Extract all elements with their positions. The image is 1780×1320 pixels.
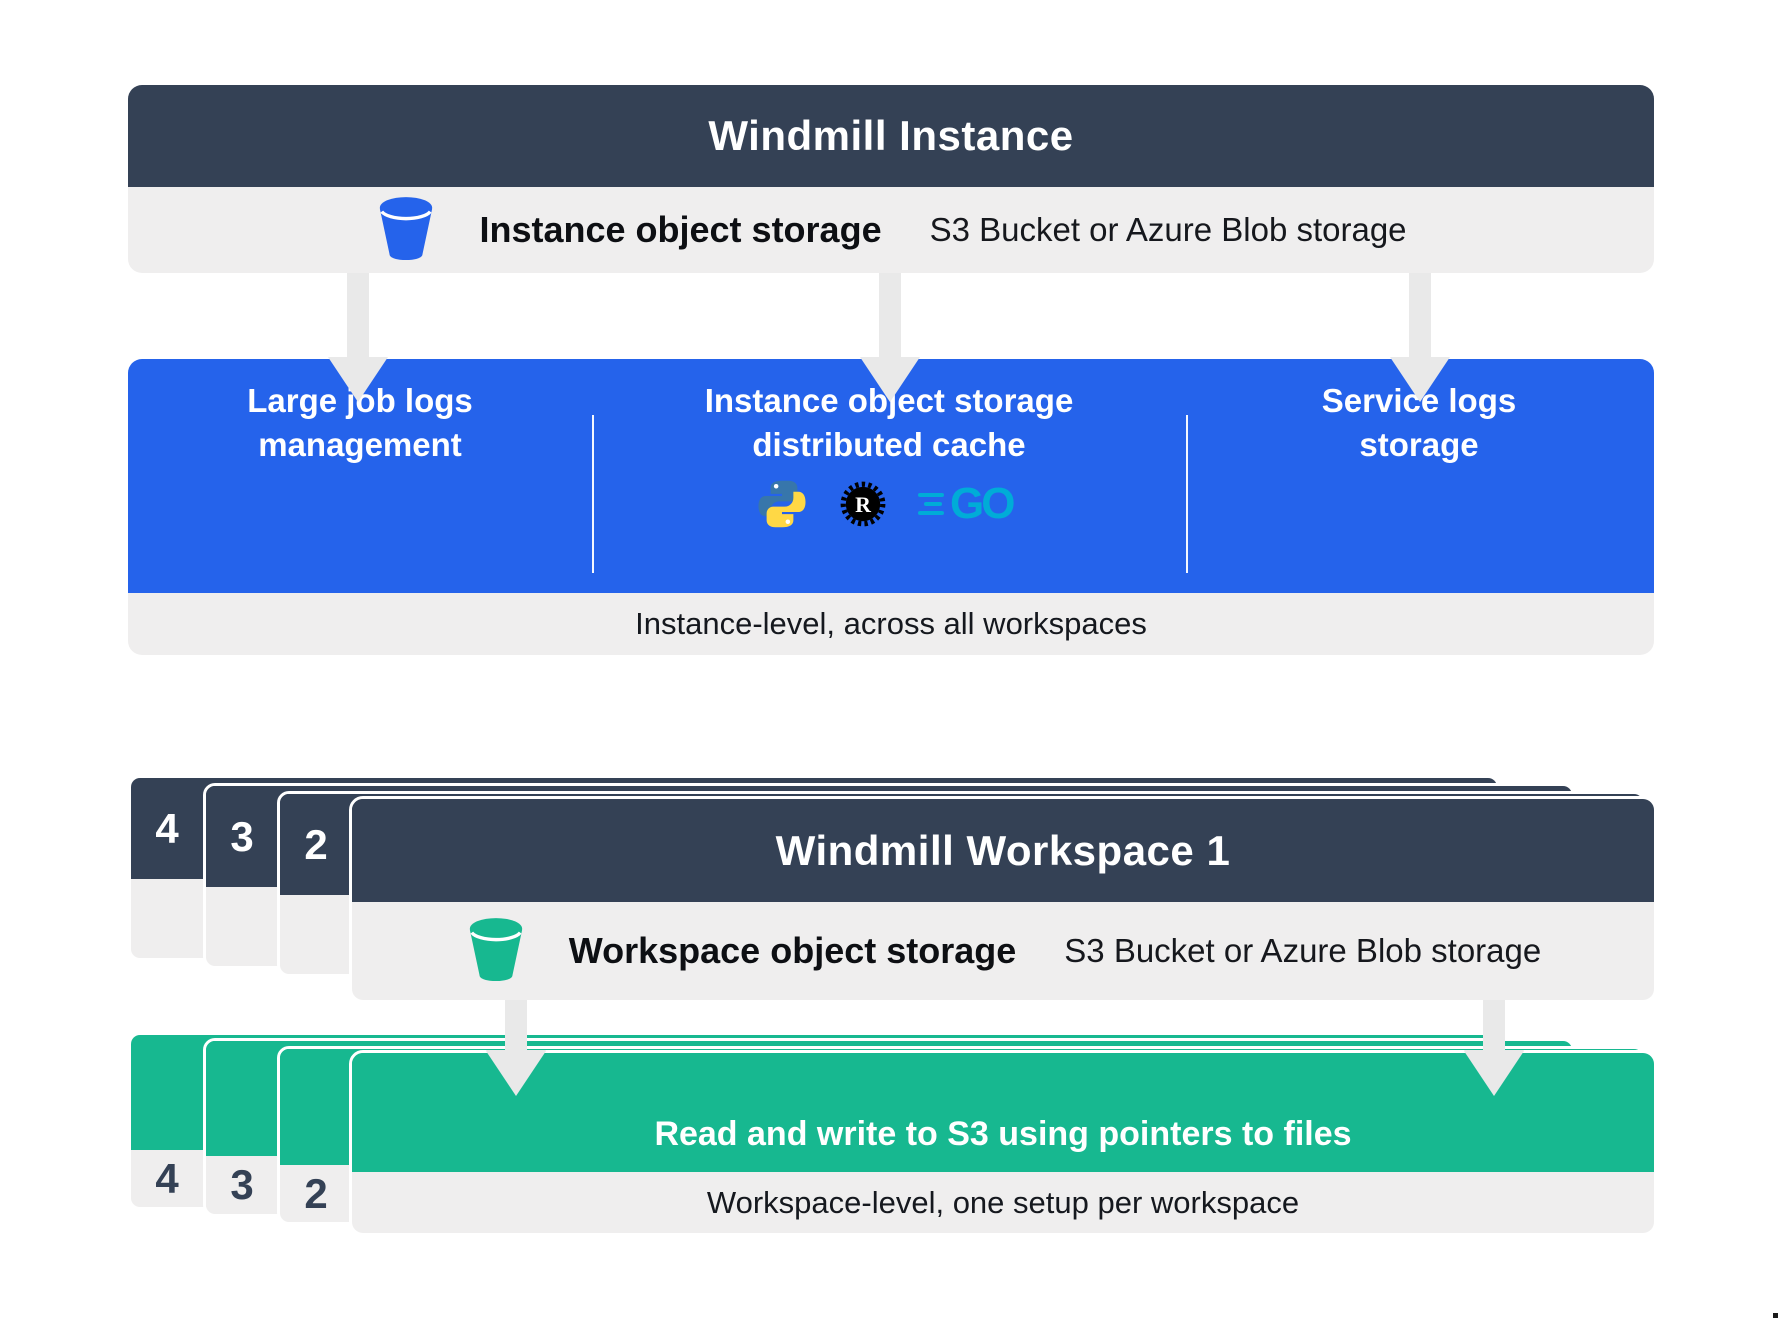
down-arrow xyxy=(328,273,388,402)
green-action-card: Read and write to S3 using pointers to f… xyxy=(349,1050,1657,1236)
down-arrow xyxy=(1390,273,1450,402)
green-bucket-icon xyxy=(469,918,522,982)
arrow-stem xyxy=(879,273,901,358)
language-icons-row: R GO xyxy=(756,478,1022,530)
instance-title: Windmill Instance xyxy=(708,112,1074,159)
go-icon: GO xyxy=(918,479,1022,529)
arrow-stem xyxy=(1409,273,1431,358)
feature-line: management xyxy=(258,425,462,463)
stack-number: 3 xyxy=(230,812,254,860)
workspace-storage-label: Workspace object storage xyxy=(568,930,1017,971)
rust-letter: R xyxy=(855,493,871,517)
divider xyxy=(1186,415,1188,573)
stack-number: 4 xyxy=(155,1154,179,1202)
stack-number: 2 xyxy=(304,820,328,868)
stack-number: 2 xyxy=(304,1169,328,1217)
arrow-head-icon xyxy=(1464,1050,1524,1095)
instance-card-header: Windmill Instance xyxy=(128,85,1654,187)
arrow-stem xyxy=(505,1000,527,1052)
instance-storage-bar: Instance object storage S3 Bucket or Azu… xyxy=(128,187,1654,273)
instance-card: Windmill Instance Instance object storag… xyxy=(128,85,1654,273)
instance-features-box: Large job logs management Instance objec… xyxy=(128,359,1654,655)
instance-footer: Instance-level, across all workspaces xyxy=(128,593,1654,655)
python-icon xyxy=(758,480,806,528)
down-arrow xyxy=(860,273,920,402)
workspace-storage-detail: S3 Bucket or Azure Blob storage xyxy=(1064,932,1542,969)
divider xyxy=(592,415,594,573)
artifact-dot xyxy=(1773,1313,1778,1318)
arrow-head-icon xyxy=(860,357,920,402)
arrow-stem xyxy=(1483,1000,1505,1052)
instance-storage-detail: S3 Bucket or Azure Blob storage xyxy=(929,211,1407,248)
stack-number: 3 xyxy=(230,1161,254,1208)
workspace-card-header: Windmill Workspace 1 xyxy=(352,799,1654,902)
green-action-header: Read and write to S3 using pointers to f… xyxy=(352,1053,1654,1172)
workspace-card: Windmill Workspace 1 Workspace object st… xyxy=(349,796,1657,1003)
arrow-head-icon xyxy=(328,357,388,402)
instance-storage-label: Instance object storage xyxy=(479,209,882,250)
rust-icon: R xyxy=(840,481,886,527)
arrow-head-icon xyxy=(486,1050,546,1095)
go-text: GO xyxy=(950,479,1015,529)
workspace-storage-bar: Workspace object storage S3 Bucket or Az… xyxy=(352,902,1654,1000)
arrow-head-icon xyxy=(1390,357,1450,402)
feature-line: storage xyxy=(1359,425,1479,463)
green-action-title: Read and write to S3 using pointers to f… xyxy=(654,1115,1352,1153)
stack-number: 4 xyxy=(155,804,179,852)
green-action-footer: Workspace-level, one setup per workspace xyxy=(352,1172,1654,1233)
arrow-stem xyxy=(347,273,369,358)
workspace-title: Windmill Workspace 1 xyxy=(775,826,1231,874)
feature-line: distributed cache xyxy=(752,425,1026,463)
arrow-head-overlay xyxy=(486,1050,546,1095)
blue-bucket-icon xyxy=(380,197,433,261)
arrow-head-overlay xyxy=(1464,1050,1524,1095)
